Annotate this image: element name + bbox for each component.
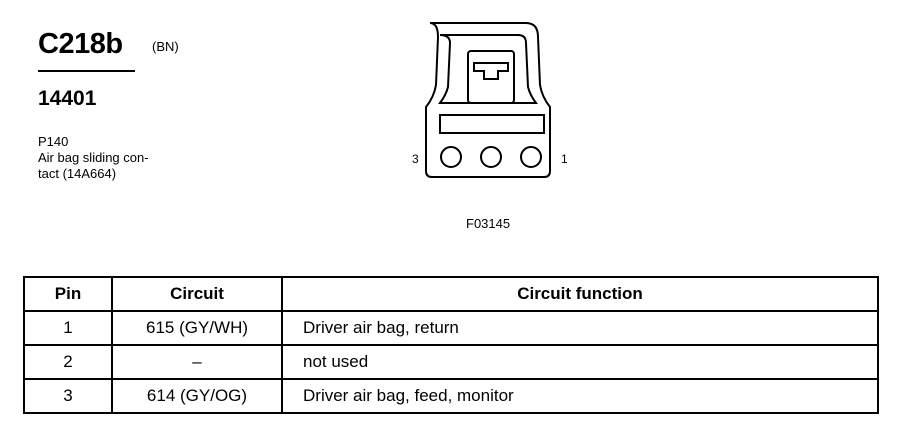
pin-cell: 1 — [23, 310, 113, 346]
function-cell: not used — [281, 344, 879, 380]
pin-table: Pin Circuit Circuit function 1 615 (GY/W… — [23, 276, 879, 414]
figure-number: F03145 — [466, 216, 511, 231]
pin-cell: 3 — [23, 378, 113, 414]
title-underline — [38, 70, 135, 72]
header-circuit-function: Circuit function — [281, 276, 879, 312]
pin-label-right: 1 — [561, 152, 568, 166]
connector-inner-outline — [438, 34, 538, 104]
function-cell: Driver air bag, return — [281, 310, 879, 346]
connector-color-code: (BN) — [152, 39, 179, 54]
pin-cavity-2 — [480, 146, 502, 168]
circuit-cell: – — [111, 344, 283, 380]
table-header-row: Pin Circuit Circuit function — [23, 276, 879, 312]
pin-cavity-3 — [440, 146, 462, 168]
connector-face-diagram — [425, 22, 551, 178]
part-number: 14401 — [38, 87, 97, 110]
connector-id: C218b — [38, 28, 123, 60]
circuit-cell: 614 (GY/OG) — [111, 378, 283, 414]
table-row: 1 615 (GY/WH) Driver air bag, return — [23, 310, 879, 346]
connector-latch — [467, 50, 515, 104]
header-circuit: Circuit — [111, 276, 283, 312]
pin-label-left: 3 — [412, 152, 419, 166]
pin-cell: 2 — [23, 344, 113, 380]
table-row: 2 – not used — [23, 344, 879, 380]
circuit-cell: 615 (GY/WH) — [111, 310, 283, 346]
description-line: P140 — [38, 134, 69, 149]
description-line: tact (14A664) — [38, 166, 117, 181]
connector-latch-detail — [473, 62, 509, 80]
function-cell: Driver air bag, feed, monitor — [281, 378, 879, 414]
header-pin: Pin — [23, 276, 113, 312]
connector-housing-outline — [425, 22, 551, 178]
pin-cavity-1 — [520, 146, 542, 168]
description-line: Air bag sliding con- — [38, 150, 149, 165]
connector-description: P140 Air bag sliding con- tact (14A664) — [38, 134, 149, 182]
connector-key-slot — [439, 114, 545, 134]
table-row: 3 614 (GY/OG) Driver air bag, feed, moni… — [23, 378, 879, 414]
